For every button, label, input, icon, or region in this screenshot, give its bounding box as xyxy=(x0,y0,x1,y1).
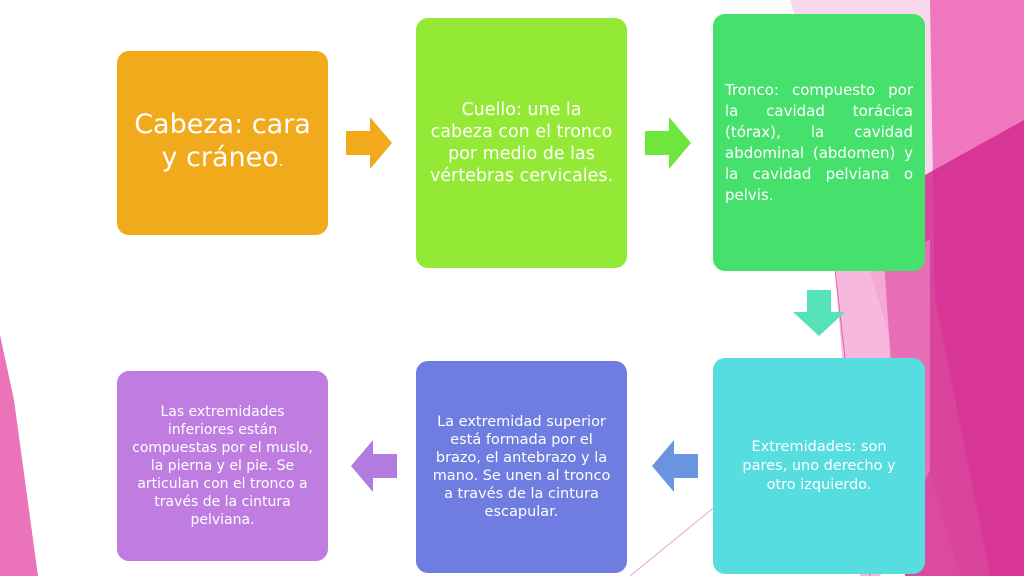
arrow-down-icon xyxy=(793,290,845,336)
arrow-right-1-icon xyxy=(346,117,392,169)
pink-shape-right-mid xyxy=(930,0,1024,576)
box-cabeza-suffix: . xyxy=(278,152,284,170)
pink-shape-left xyxy=(0,335,38,576)
box-cuello: Cuello: une la cabeza con el tronco por … xyxy=(416,18,627,268)
box-extremidades-text: Extremidades: son pares, uno derecho y o… xyxy=(742,438,896,493)
box-tronco-text: Tronco: compuesto por la cavidad torácic… xyxy=(725,80,913,204)
box-extremidad-superior: La extremidad superior está formada por … xyxy=(416,361,627,573)
box-extremidades-inferiores: Las extremidades inferiores están compue… xyxy=(117,371,328,561)
box-cuello-text: Cuello: une la cabeza con el tronco por … xyxy=(429,100,614,186)
box-cabeza-main: Cabeza: cara y cráneo xyxy=(134,109,311,173)
box-extremidades: Extremidades: son pares, uno derecho y o… xyxy=(713,358,925,574)
box-cabeza-text: Cabeza: cara y cráneo. xyxy=(129,108,316,178)
arrow-right-2-icon xyxy=(645,117,691,169)
box-cabeza: Cabeza: cara y cráneo. xyxy=(117,51,328,235)
arrow-left-2-icon xyxy=(351,440,397,492)
box-tronco: Tronco: compuesto por la cavidad torácic… xyxy=(713,14,925,271)
box-extremidades-inferiores-text: Las extremidades inferiores están compue… xyxy=(132,404,313,528)
box-extremidad-superior-text: La extremidad superior está formada por … xyxy=(432,414,611,520)
arrow-left-1-icon xyxy=(652,440,698,492)
